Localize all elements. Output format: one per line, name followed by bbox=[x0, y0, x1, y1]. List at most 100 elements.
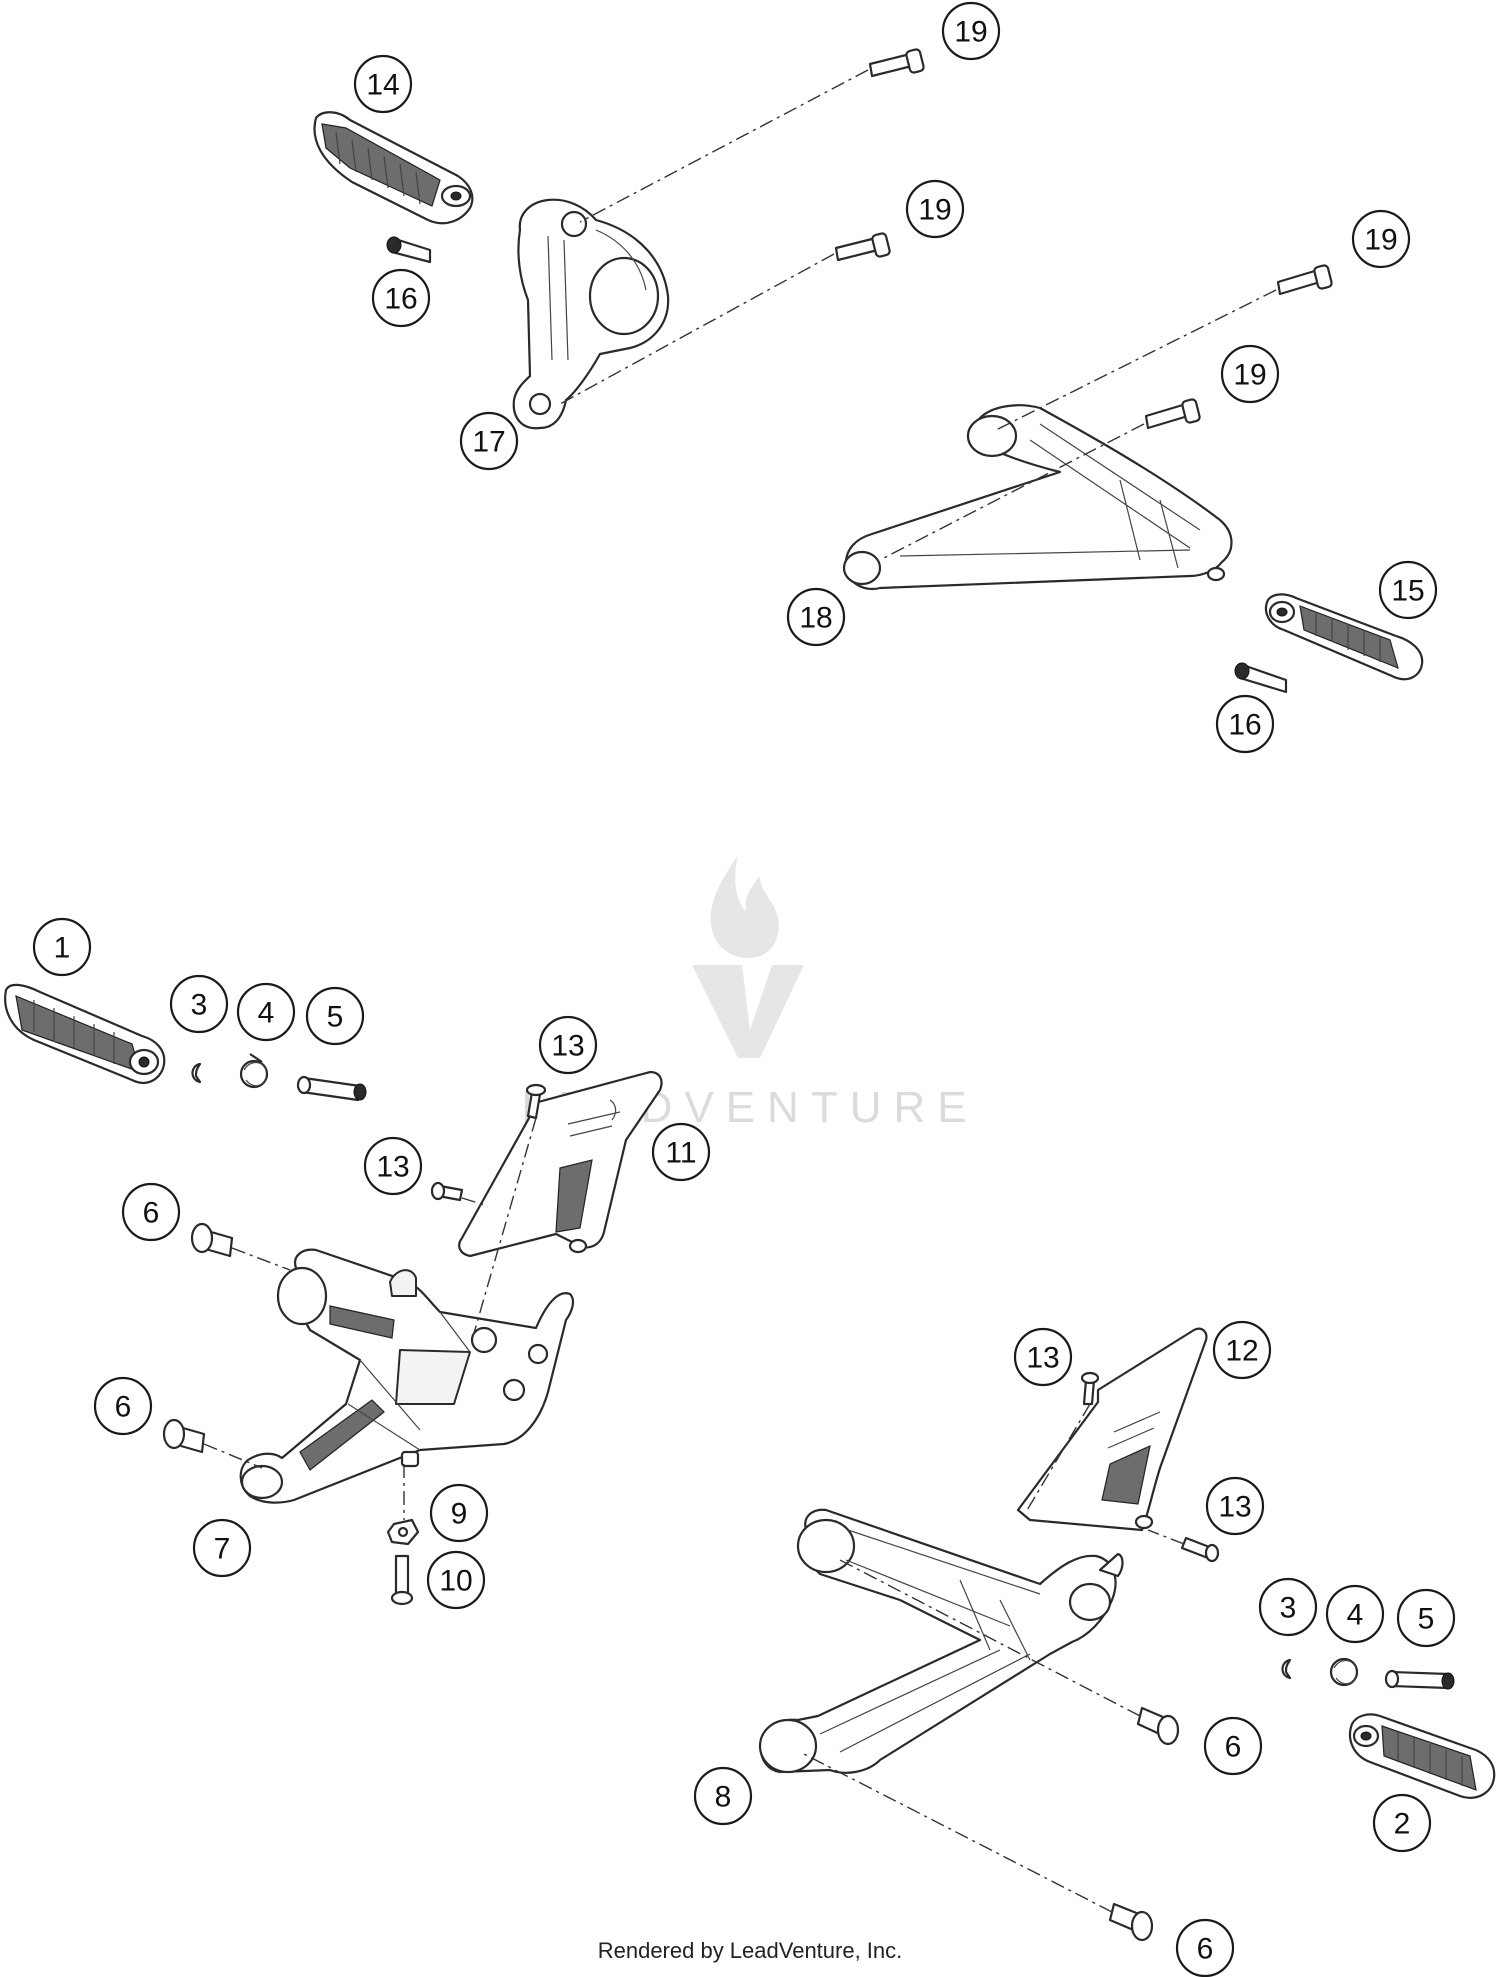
callout-circle bbox=[1013, 1327, 1073, 1387]
callout-circle bbox=[121, 1182, 181, 1242]
callout-4: 4 bbox=[236, 982, 296, 1042]
callout-circle bbox=[941, 1, 1001, 61]
callout-number: 2 bbox=[1394, 1808, 1411, 1841]
callout-18: 18 bbox=[786, 587, 846, 647]
part-19-bolt bbox=[834, 232, 891, 262]
part-18-rear-footpeg-bracket-right bbox=[842, 404, 1233, 591]
callout-circle bbox=[93, 1376, 153, 1436]
callout-number: 15 bbox=[1391, 575, 1424, 608]
callout-number: 19 bbox=[918, 194, 951, 227]
callout-16: 16 bbox=[1215, 694, 1275, 754]
assembly-axes-bottom-left bbox=[203, 1117, 537, 1520]
callout-number: 11 bbox=[665, 1137, 696, 1170]
callout-number: 6 bbox=[1225, 1731, 1242, 1764]
part-11-heel-guard-right bbox=[458, 1070, 663, 1258]
callout-2: 2 bbox=[1372, 1793, 1432, 1853]
callout-circle bbox=[1175, 1918, 1235, 1977]
callout-circle bbox=[459, 411, 519, 471]
callout-10: 10 bbox=[426, 1550, 486, 1610]
part-9-nut bbox=[386, 1518, 420, 1546]
callout-circle bbox=[426, 1550, 486, 1610]
callout-number: 6 bbox=[1197, 1933, 1214, 1966]
callout-number: 1 bbox=[54, 932, 71, 965]
callout-circle bbox=[1258, 1577, 1318, 1637]
callout-19: 19 bbox=[1220, 344, 1280, 404]
callout-7: 7 bbox=[192, 1518, 252, 1578]
callout-circle bbox=[353, 54, 413, 114]
callout-circle bbox=[905, 179, 965, 239]
part-5-pin-left bbox=[296, 1075, 367, 1102]
part-13-screw bbox=[430, 1181, 464, 1202]
callout-number: 10 bbox=[439, 1565, 472, 1598]
callout-circle bbox=[371, 268, 431, 328]
callout-circle bbox=[1212, 1320, 1272, 1380]
callout-circle bbox=[192, 1518, 252, 1578]
callout-circle bbox=[1351, 209, 1411, 269]
callout-17: 17 bbox=[459, 411, 519, 471]
callout-19: 19 bbox=[1351, 209, 1411, 269]
callout-circle bbox=[429, 1483, 489, 1543]
callout-number: 18 bbox=[799, 602, 832, 635]
callout-number: 13 bbox=[551, 1030, 584, 1063]
v-logo-icon bbox=[692, 965, 804, 1058]
callout-9: 9 bbox=[429, 1483, 489, 1543]
callout-circle bbox=[786, 587, 846, 647]
part-19-bolt bbox=[868, 48, 925, 78]
part-19-bolt bbox=[1144, 398, 1201, 430]
callout-6: 6 bbox=[1203, 1716, 1263, 1776]
callout-15: 15 bbox=[1378, 560, 1438, 620]
callout-1: 1 bbox=[32, 917, 92, 977]
callout-6: 6 bbox=[121, 1182, 181, 1242]
callout-number: 3 bbox=[191, 989, 208, 1022]
callout-circle bbox=[363, 1136, 423, 1196]
callout-circle bbox=[169, 974, 229, 1034]
part-16-pin-left bbox=[386, 236, 432, 264]
callout-11: 11 bbox=[651, 1122, 711, 1182]
part-3-circlip-right bbox=[1281, 1658, 1292, 1680]
callout-19: 19 bbox=[941, 1, 1001, 61]
assembly-axes-bottom-right bbox=[799, 1403, 1185, 1913]
callout-13: 13 bbox=[1013, 1327, 1073, 1387]
callout-number: 19 bbox=[1364, 224, 1397, 257]
callout-6: 6 bbox=[93, 1376, 153, 1436]
callout-13: 13 bbox=[363, 1136, 423, 1196]
part-14-rear-footpeg-left bbox=[313, 111, 474, 225]
callout-number: 5 bbox=[1418, 1603, 1435, 1636]
callout-circle bbox=[693, 1766, 753, 1826]
callout-number: 13 bbox=[1026, 1342, 1059, 1375]
callout-number: 16 bbox=[1228, 709, 1261, 742]
assembly-axes-top-right bbox=[879, 289, 1277, 561]
part-16-pin-right bbox=[1234, 662, 1288, 694]
part-13-screw bbox=[1180, 1536, 1220, 1563]
part-6-bolt bbox=[190, 1222, 234, 1258]
part-10-screw bbox=[390, 1554, 414, 1606]
part-17-rear-footpeg-bracket-left bbox=[512, 198, 670, 430]
callout-number: 8 bbox=[715, 1781, 732, 1814]
callout-circle bbox=[236, 982, 296, 1042]
callout-circle bbox=[1215, 694, 1275, 754]
callout-4: 4 bbox=[1325, 1584, 1385, 1644]
callout-number: 6 bbox=[115, 1391, 132, 1424]
callout-6: 6 bbox=[1175, 1918, 1235, 1977]
callout-circle bbox=[1396, 1588, 1456, 1648]
callout-number: 3 bbox=[1280, 1592, 1297, 1625]
callout-circle bbox=[1220, 344, 1280, 404]
callout-number: 13 bbox=[376, 1151, 409, 1184]
callout-circle bbox=[651, 1122, 711, 1182]
footer-credit: Rendered by LeadVenture, Inc. bbox=[598, 1938, 903, 1963]
part-12-heel-guard-left bbox=[1016, 1327, 1208, 1532]
part-3-circlip-left bbox=[191, 1062, 202, 1084]
callout-number: 19 bbox=[1233, 359, 1266, 392]
callout-14: 14 bbox=[353, 54, 413, 114]
part-4-spring-left bbox=[239, 1053, 269, 1089]
callout-number: 6 bbox=[143, 1197, 160, 1230]
callout-circle bbox=[305, 986, 365, 1046]
callout-5: 5 bbox=[1396, 1588, 1456, 1648]
part-6-bolt bbox=[162, 1418, 206, 1454]
callout-circle bbox=[1203, 1716, 1263, 1776]
callout-circle bbox=[1372, 1793, 1432, 1853]
part-6-bolt bbox=[1136, 1706, 1180, 1746]
part-13-screw bbox=[1080, 1371, 1100, 1406]
callout-circle bbox=[1325, 1584, 1385, 1644]
